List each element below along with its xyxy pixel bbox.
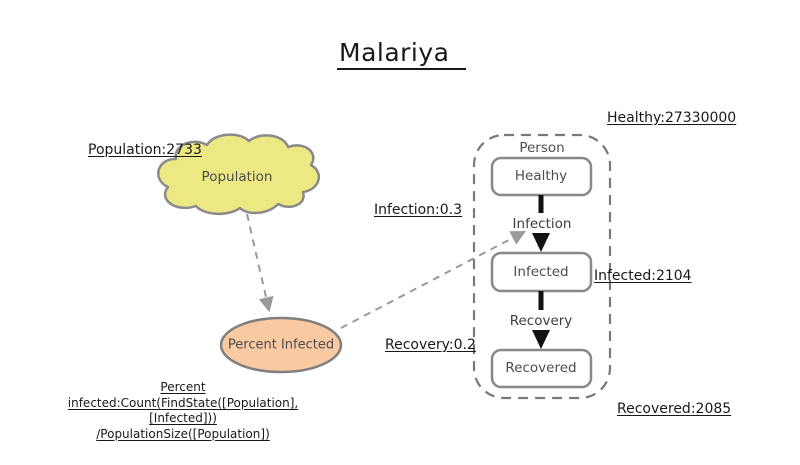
recovery-rate-label: Recovery:0.2	[385, 337, 476, 353]
person-container-label[interactable]: Person	[519, 140, 565, 156]
formula-line: Percent	[160, 380, 206, 394]
state-recovered-label[interactable]: Recovered	[505, 360, 577, 376]
formula-line: [Infected]))	[149, 411, 217, 425]
state-infected-label[interactable]: Infected	[513, 264, 569, 280]
recovered-value-label: Recovered:2085	[617, 401, 732, 417]
population-cloud-shape[interactable]	[157, 133, 321, 215]
population-value-label: Population:2733	[88, 142, 202, 158]
link-percent-infected-to-infection[interactable]	[340, 230, 526, 329]
infection-rate-label: Infection:0.3	[374, 202, 463, 218]
link-population-to-percent-infected[interactable]	[246, 213, 274, 313]
transition-recovery-label[interactable]: Recovery	[509, 313, 573, 329]
percent-infected-formula: Percent infected:Count(FindState([Popula…	[30, 380, 336, 442]
transition-arrow-infection[interactable]	[532, 195, 550, 252]
state-recovered-shape[interactable]	[490, 348, 593, 389]
transition-infection-label[interactable]: Infection	[512, 216, 572, 232]
formula-line: /PopulationSize([Population])	[96, 426, 270, 441]
formula-line: infected:Count(FindState([Population],	[67, 395, 299, 410]
population-cloud-label[interactable]: Population	[201, 169, 273, 185]
infected-value-label: Infected:2104	[594, 268, 692, 284]
percent-infected-ellipse[interactable]	[219, 316, 343, 374]
person-container-shape[interactable]	[472, 133, 612, 400]
healthy-value-label: Healthy:27330000	[607, 110, 737, 126]
percent-infected-label[interactable]: Percent Infected	[227, 337, 335, 353]
diagram-title[interactable]: Malariya	[337, 38, 466, 70]
transition-arrow-recovery[interactable]	[532, 291, 550, 349]
state-healthy-label[interactable]: Healthy	[514, 168, 568, 184]
